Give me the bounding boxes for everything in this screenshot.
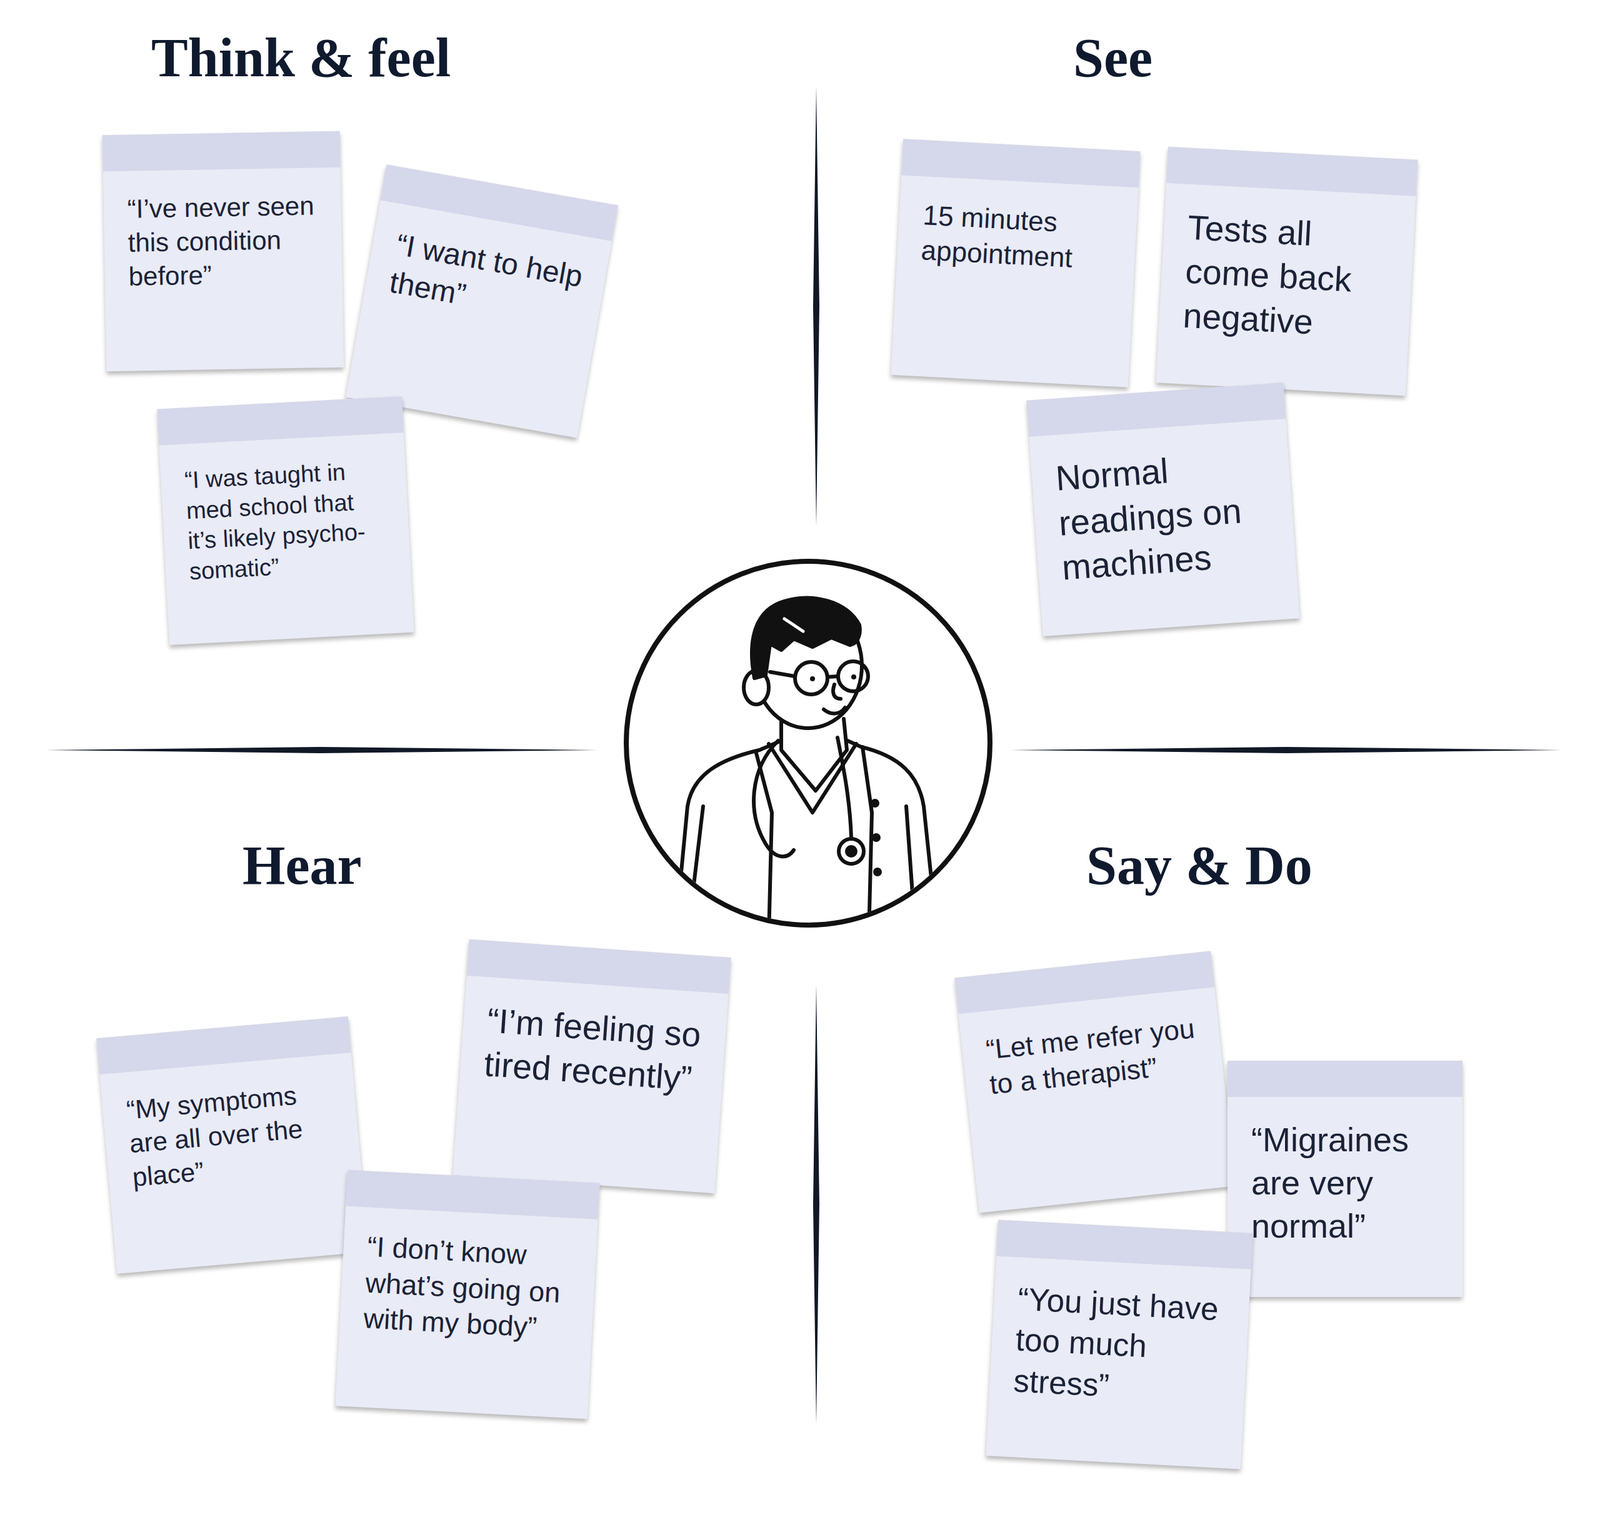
- divider-line: [813, 985, 820, 1424]
- note-band: [96, 1016, 352, 1075]
- note-text: “You just have too much stress”: [987, 1256, 1251, 1436]
- sticky-note: “I don’t know what’s going on with my bo…: [335, 1170, 600, 1420]
- sticky-note: Normal readings on machines: [1026, 382, 1300, 637]
- divider-line: [1010, 746, 1562, 754]
- note-band: [466, 939, 732, 994]
- sticky-note: 15 minutes appointment: [890, 138, 1140, 387]
- divider-line: [45, 746, 597, 754]
- note-text: “My symptoms are all over the place”: [99, 1052, 364, 1219]
- sticky-note: Tests all come back negative: [1155, 146, 1418, 396]
- doctor-illustration: [626, 561, 990, 938]
- note-text: 15 minutes appointment: [895, 175, 1139, 302]
- note-text: “I don’t know what’s going on with my bo…: [337, 1206, 598, 1372]
- sticky-note: “Let me refer you to a therapist”: [954, 951, 1235, 1214]
- note-text: Tests all come back negative: [1156, 183, 1416, 372]
- note-band: [1227, 1060, 1463, 1097]
- note-band: [996, 1220, 1253, 1270]
- sticky-note: “My symptoms are all over the place”: [96, 1016, 369, 1274]
- quadrant-heading: Say & Do: [1086, 835, 1313, 897]
- note-band: [1026, 382, 1286, 437]
- quadrant-heading: See: [1073, 28, 1153, 89]
- sticky-note: “I’ve never seen this condition before”: [102, 131, 345, 372]
- note-text: “I’m feeling so tired recently”: [457, 975, 729, 1126]
- quadrant-heading: Think & feel: [151, 28, 451, 89]
- note-band: [901, 138, 1141, 188]
- sticky-note: “I’m feeling so tired recently”: [452, 939, 731, 1194]
- note-text: “Migraines are very normal”: [1227, 1096, 1463, 1270]
- note-band: [156, 396, 404, 445]
- note-band: [1166, 146, 1418, 197]
- note-band: [102, 131, 341, 172]
- sticky-note: “Migraines are very normal”: [1227, 1060, 1463, 1297]
- quadrant-heading: Hear: [242, 835, 362, 897]
- sticky-note: “You just have too much stress”: [985, 1220, 1253, 1470]
- divider-line: [813, 86, 820, 526]
- note-text: “I’ve never seen this condition before”: [103, 167, 344, 317]
- note-band: [954, 951, 1215, 1015]
- note-text: Normal readings on machines: [1028, 418, 1299, 615]
- avatar-circle: [626, 561, 990, 925]
- note-text: “I was taught in med school that it’s li…: [158, 432, 412, 611]
- sticky-note: “I was taught in med school that it’s li…: [156, 396, 414, 645]
